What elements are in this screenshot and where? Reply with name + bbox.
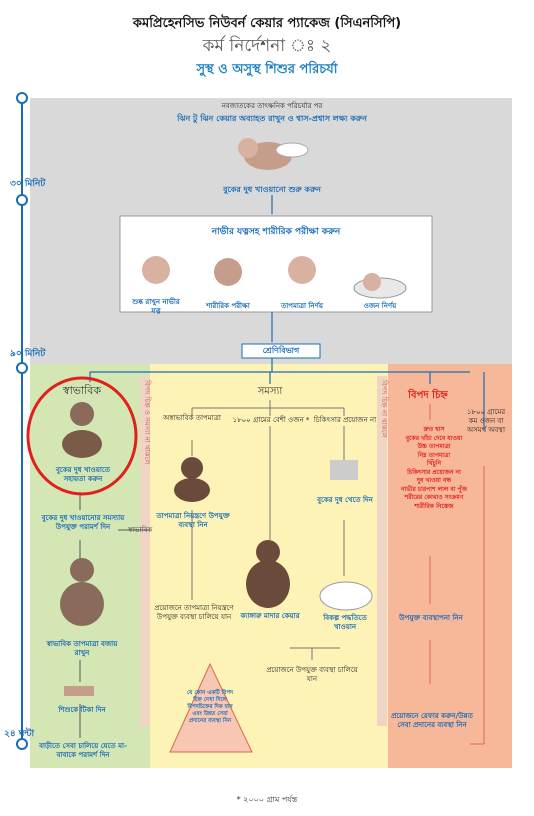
danger-arrows bbox=[429, 404, 485, 745]
flow-arrows bbox=[89, 195, 485, 430]
page-subtitle: কর্ম নির্দেশনা ঃ ২ bbox=[202, 36, 332, 56]
timeline-dot-24h bbox=[16, 738, 28, 750]
page-heading: সুস্থ ও অসুস্থ শিশুর পরিচর্যা bbox=[196, 62, 338, 77]
problem-step-3: বুকের দুধ খেতে দিন bbox=[317, 496, 373, 504]
problem-cond-1: অস্বাভাবিক তাপমাত্রা bbox=[163, 414, 221, 422]
baby-figure-top bbox=[238, 138, 309, 170]
exam-item-4: ওজন নির্ণয় bbox=[363, 302, 397, 310]
problem-arrows bbox=[191, 400, 345, 660]
problem-step-4: বিকল্প পদ্ধতিতে খাওয়ান bbox=[323, 614, 367, 631]
problem-figures bbox=[174, 457, 373, 611]
danger-sign-1: দ্রুত শ্বাস bbox=[423, 426, 445, 433]
timeline-label-24h: ২৪ ঘন্টা bbox=[4, 729, 35, 739]
danger-sign-2: বুকের খাঁচা দেবে যাওয়া bbox=[405, 434, 463, 442]
problem-cond-3: চিকিৎসার প্রয়োজন না bbox=[313, 416, 377, 424]
classification-label: শ্রেণিবিভাগ bbox=[262, 346, 300, 355]
danger-sign-6: চিকিৎসার প্রয়োজন না bbox=[407, 468, 461, 476]
step-skin-to-skin: ঝিন টু ঝিন কেয়ার অব্যাহত রাখুন ও শ্বাস-… bbox=[177, 114, 367, 123]
normal-label: স্বাভাবিক bbox=[62, 384, 102, 397]
problem-step-5: প্রয়োজনে তাপমাত্রা নিয়ন্ত্রণে উপযুক্ত … bbox=[154, 604, 234, 621]
normal-step-3: স্বাভাবিক তাপমাত্রা বজায় রাখুন bbox=[46, 640, 118, 657]
page-title: কমপ্রিহেনসিভ নিউবর্ন কেয়ার প্যাকেজ (সিএ… bbox=[132, 16, 402, 31]
exam-item-1: শুষ্ক রাখুন নাভীর যত্ন bbox=[132, 298, 180, 315]
footnote: * ২০০০ গ্রাম পর্যন্ত bbox=[236, 795, 298, 804]
danger-sign-8: নাভীর চারপাশ লাল বা পুঁজ bbox=[400, 485, 467, 493]
danger-sign-7: দুধ খাওয়া বন্ধ bbox=[416, 477, 452, 484]
problem-label: সমস্যা bbox=[257, 386, 283, 397]
warning-triangle bbox=[169, 662, 253, 753]
danger-signs-list: দ্রুত শ্বাস বুকের খাঁচা দেবে যাওয়া উচ্চ… bbox=[392, 426, 476, 511]
normal-return-label: স্বাভাবিক bbox=[128, 526, 153, 534]
normal-side-label: বিপদ চিহ্ন ও সমস্যা না থাকলে bbox=[143, 380, 151, 465]
salmon-column bbox=[388, 364, 512, 768]
normal-step-2: বুকের দুধ খাওয়ানোর সমস্যায় উপযুক্ত পরা… bbox=[41, 514, 125, 531]
normal-step-1: বুকের দুধ খাওয়াতে সহায়তা করুন bbox=[56, 466, 110, 483]
timeline-dot-30 bbox=[16, 194, 28, 206]
exam-title: নাভীর যত্নসহ শারীরিক পরীক্ষা করুন bbox=[211, 227, 341, 237]
danger-sign-9: শরীরের কোথাও সংক্রমণ bbox=[404, 494, 464, 501]
problem-cond-2: ১৮০০ গ্রামের বেশী ওজন * bbox=[232, 416, 310, 424]
problem-warning-text: যে কোন একটি বিপদ চিহ্ন দেখা দিলে বিপদচিহ… bbox=[187, 690, 233, 724]
side-strip-right bbox=[377, 376, 387, 726]
timeline-dot-90 bbox=[16, 362, 28, 374]
problem-side-label: বিপদ চিহ্ন না থাকলে bbox=[380, 380, 388, 438]
normal-step-5: বাড়ীতে সেবা চালিয়ে যেতে মা-বাবাকে পরাম… bbox=[39, 742, 127, 759]
normal-mother-figures bbox=[60, 402, 104, 696]
danger-sign-10: শারীরিক নিস্তেজ bbox=[414, 502, 454, 510]
classification-box bbox=[241, 343, 321, 359]
danger-step-1: উপযুক্ত ব্যবস্থাপনা নিন bbox=[399, 614, 463, 622]
danger-sign-4: নিম্ন তাপমাত্রা bbox=[417, 451, 451, 459]
normal-step-4: শিশুকে টিকা দিন bbox=[58, 706, 106, 714]
danger-label: বিপদ চিহ্ন bbox=[408, 390, 448, 401]
danger-sign-3: উচ্চ তাপমাত্রা bbox=[417, 443, 451, 450]
problem-step-2: ক্যাঙ্গারু মাদার কেয়ার bbox=[240, 612, 300, 620]
top-note: নবজাতকের তাৎক্ষনিক পরিচর্যার পর bbox=[221, 102, 323, 110]
highlight-circle bbox=[26, 376, 138, 496]
timeline-dot-start bbox=[16, 92, 28, 104]
problem-step-6: প্রয়োজনে উপযুক্ত ব্যবস্থা চালিয়ে যান bbox=[266, 666, 358, 683]
side-strip-left bbox=[140, 376, 150, 726]
danger-step-2: প্রয়োজনে রেফার করুন/উন্নত সেবা প্রদানের… bbox=[391, 712, 473, 729]
problem-step-1: তাপমাত্রা নিয়ন্ত্রণে উপযুক্ত ব্যবস্থা ন… bbox=[156, 512, 230, 529]
exam-item-2: শারীরিক পরীক্ষা bbox=[206, 302, 250, 310]
danger-cond-low-weight: ১৮০০ গ্রামের কম ওজন বা অসমর্থ অবস্থা bbox=[466, 408, 506, 434]
exam-item-3: তাপমাত্রা নির্ণয় bbox=[280, 302, 324, 310]
danger-sign-5: খিঁচুনি bbox=[426, 460, 442, 467]
timeline-label-90: ৯০ মিনিট bbox=[10, 349, 46, 359]
exam-figures bbox=[142, 256, 407, 299]
step-breastfeed: বুকের দুধ খাওয়ানো শুরু করুন bbox=[223, 185, 321, 194]
timeline-label-30: ৩০ মিনিট bbox=[10, 179, 46, 189]
